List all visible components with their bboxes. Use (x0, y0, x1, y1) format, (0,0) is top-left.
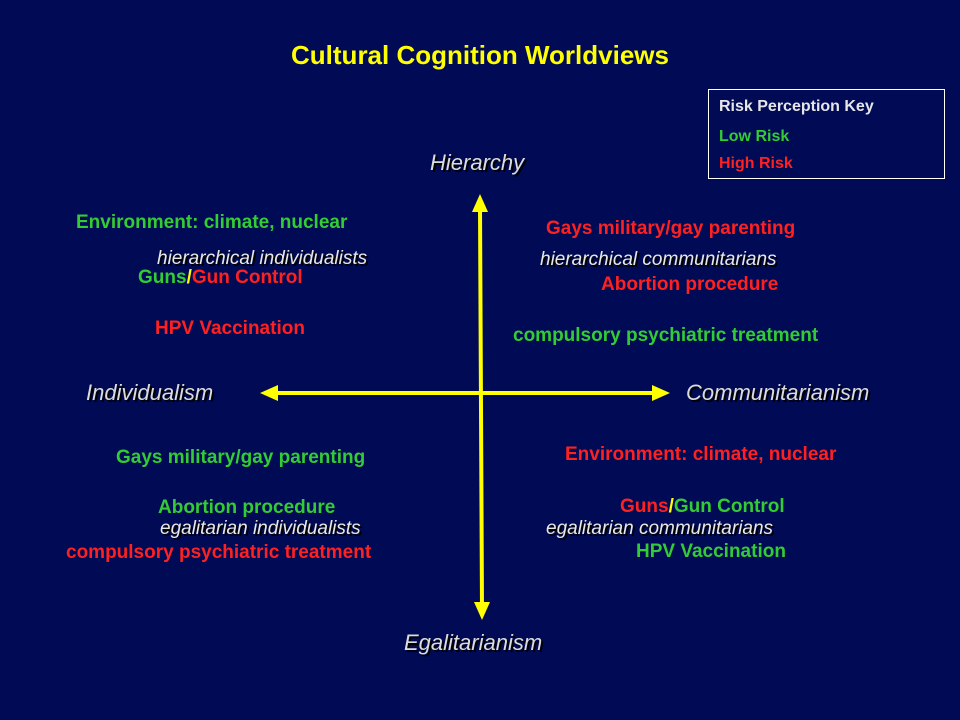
ei-gays-military: Gays military/gay parenting (116, 447, 366, 468)
key-high-risk: High Risk (719, 155, 793, 172)
hi-slash: / (186, 267, 192, 288)
axis-label-individualism: Individualism (86, 380, 214, 405)
arrow-left-icon (260, 385, 278, 401)
quadrant-label-hierarchical-individualists: hierarchical individualists (157, 248, 368, 269)
hc-gays-military: Gays military/gay parenting (546, 218, 796, 239)
ec-environment: Environment: climate, nuclear (565, 444, 837, 465)
key-title: Risk Perception Key (719, 98, 874, 115)
ei-psychiatric: compulsory psychiatric treatment (66, 542, 372, 563)
arrow-down-icon (474, 602, 490, 620)
axis-label-communitarianism: Communitarianism (686, 380, 870, 405)
ec-hpv-vaccination: HPV Vaccination (636, 541, 786, 562)
vertical-axis-line (478, 205, 484, 611)
page-title: Cultural Cognition Worldviews (291, 40, 669, 70)
key-low-risk: Low Risk (719, 128, 790, 145)
ec-guns-gun-control: Guns/Gun Control (620, 496, 785, 518)
hi-gun-control: Gun Control (191, 267, 303, 288)
ec-guns: Guns (620, 496, 669, 517)
hi-guns: Guns (138, 267, 187, 288)
arrow-right-icon (652, 385, 670, 401)
axis-label-hierarchy: Hierarchy (430, 150, 525, 175)
axis-label-egalitarianism: Egalitarianism (404, 630, 543, 655)
hi-guns-gun-control: Guns/Gun Control (138, 267, 303, 289)
ei-abortion: Abortion procedure (158, 497, 336, 518)
hi-hpv-vaccination: HPV Vaccination (155, 318, 305, 339)
hi-environment: Environment: climate, nuclear (76, 212, 348, 233)
risk-perception-key: Risk Perception Key Low Risk High Risk (708, 89, 945, 179)
ec-gun-control: Gun Control (673, 496, 785, 517)
ec-slash: / (668, 496, 674, 517)
quadrant-label-egalitarian-communitarians: egalitarian communitarians (546, 518, 774, 539)
hc-psychiatric: compulsory psychiatric treatment (513, 325, 819, 346)
arrow-up-icon (472, 194, 488, 212)
hc-abortion: Abortion procedure (601, 274, 779, 295)
quadrant-label-egalitarian-individualists: egalitarian individualists (160, 518, 361, 539)
quadrant-label-hierarchical-communitarians: hierarchical communitarians (540, 249, 777, 270)
